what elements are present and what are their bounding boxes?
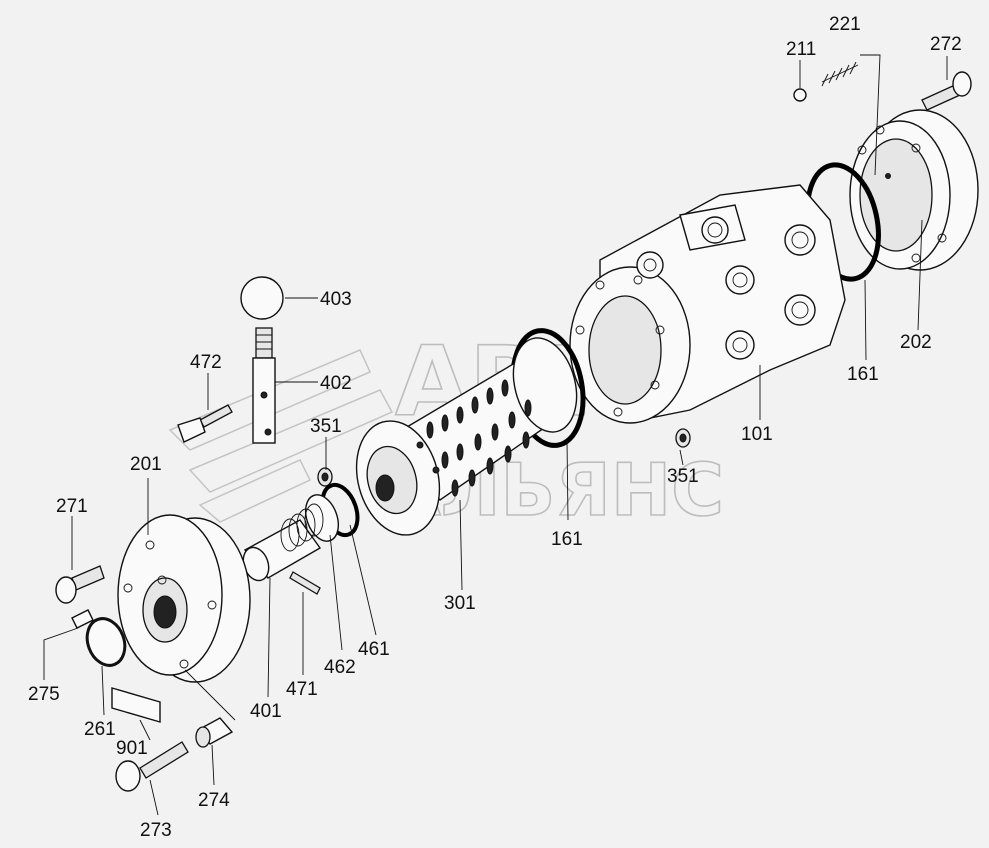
part-301-spool-sleeve <box>355 337 578 536</box>
part-272-bolt <box>921 71 972 111</box>
label-401: 401 <box>250 701 282 722</box>
label-351-lower: 351 <box>667 466 699 487</box>
part-351-plug-upper <box>317 467 333 487</box>
label-161-rear: 161 <box>847 364 879 385</box>
part-274-bushing <box>195 717 234 748</box>
part-202-rear-cover <box>849 109 979 271</box>
label-471: 471 <box>286 679 318 700</box>
label-472: 472 <box>190 352 222 373</box>
label-274: 274 <box>198 790 230 811</box>
label-201: 201 <box>130 454 162 475</box>
label-462: 462 <box>324 657 356 678</box>
part-273-bolt <box>115 741 189 792</box>
watermark-logo-mark <box>168 349 371 451</box>
part-201-front-cover <box>117 514 251 683</box>
label-273: 273 <box>140 820 172 841</box>
part-401-spool <box>242 503 324 582</box>
part-101-valve-body <box>569 184 846 424</box>
part-271-bolt <box>55 565 105 604</box>
label-261: 261 <box>84 719 116 740</box>
label-202: 202 <box>900 332 932 353</box>
label-301: 301 <box>444 593 476 614</box>
label-272: 272 <box>930 34 962 55</box>
label-351-upper: 351 <box>310 416 342 437</box>
label-271: 271 <box>56 496 88 517</box>
part-261-seal <box>85 617 127 667</box>
part-402-lever-shaft <box>252 327 276 444</box>
part-275-pin <box>71 609 94 629</box>
label-221: 221 <box>829 14 861 35</box>
part-403-ball <box>240 276 284 320</box>
leader-lines <box>43 54 948 816</box>
label-402: 402 <box>320 373 352 394</box>
label-211: 211 <box>786 39 816 60</box>
part-351-plug-lower <box>675 428 691 448</box>
sleeve-slots <box>416 379 532 497</box>
part-471-pin <box>289 571 321 595</box>
label-275: 275 <box>28 684 60 705</box>
watermark-logo-mark-2 <box>188 389 394 493</box>
part-472-bolt <box>177 404 233 443</box>
label-901: 901 <box>116 738 148 759</box>
spring <box>280 503 324 552</box>
part-901-nameplate <box>111 687 161 723</box>
label-101: 101 <box>741 424 773 445</box>
part-211-ball <box>793 88 807 102</box>
part-labels: 403 402 472 351 201 271 221 211 272 202 … <box>28 14 962 841</box>
watermark-logo-mark-3 <box>198 459 312 523</box>
label-403: 403 <box>320 289 352 310</box>
part-221-spring <box>821 61 859 87</box>
label-161-front: 161 <box>551 529 583 550</box>
label-461: 461 <box>358 639 390 660</box>
